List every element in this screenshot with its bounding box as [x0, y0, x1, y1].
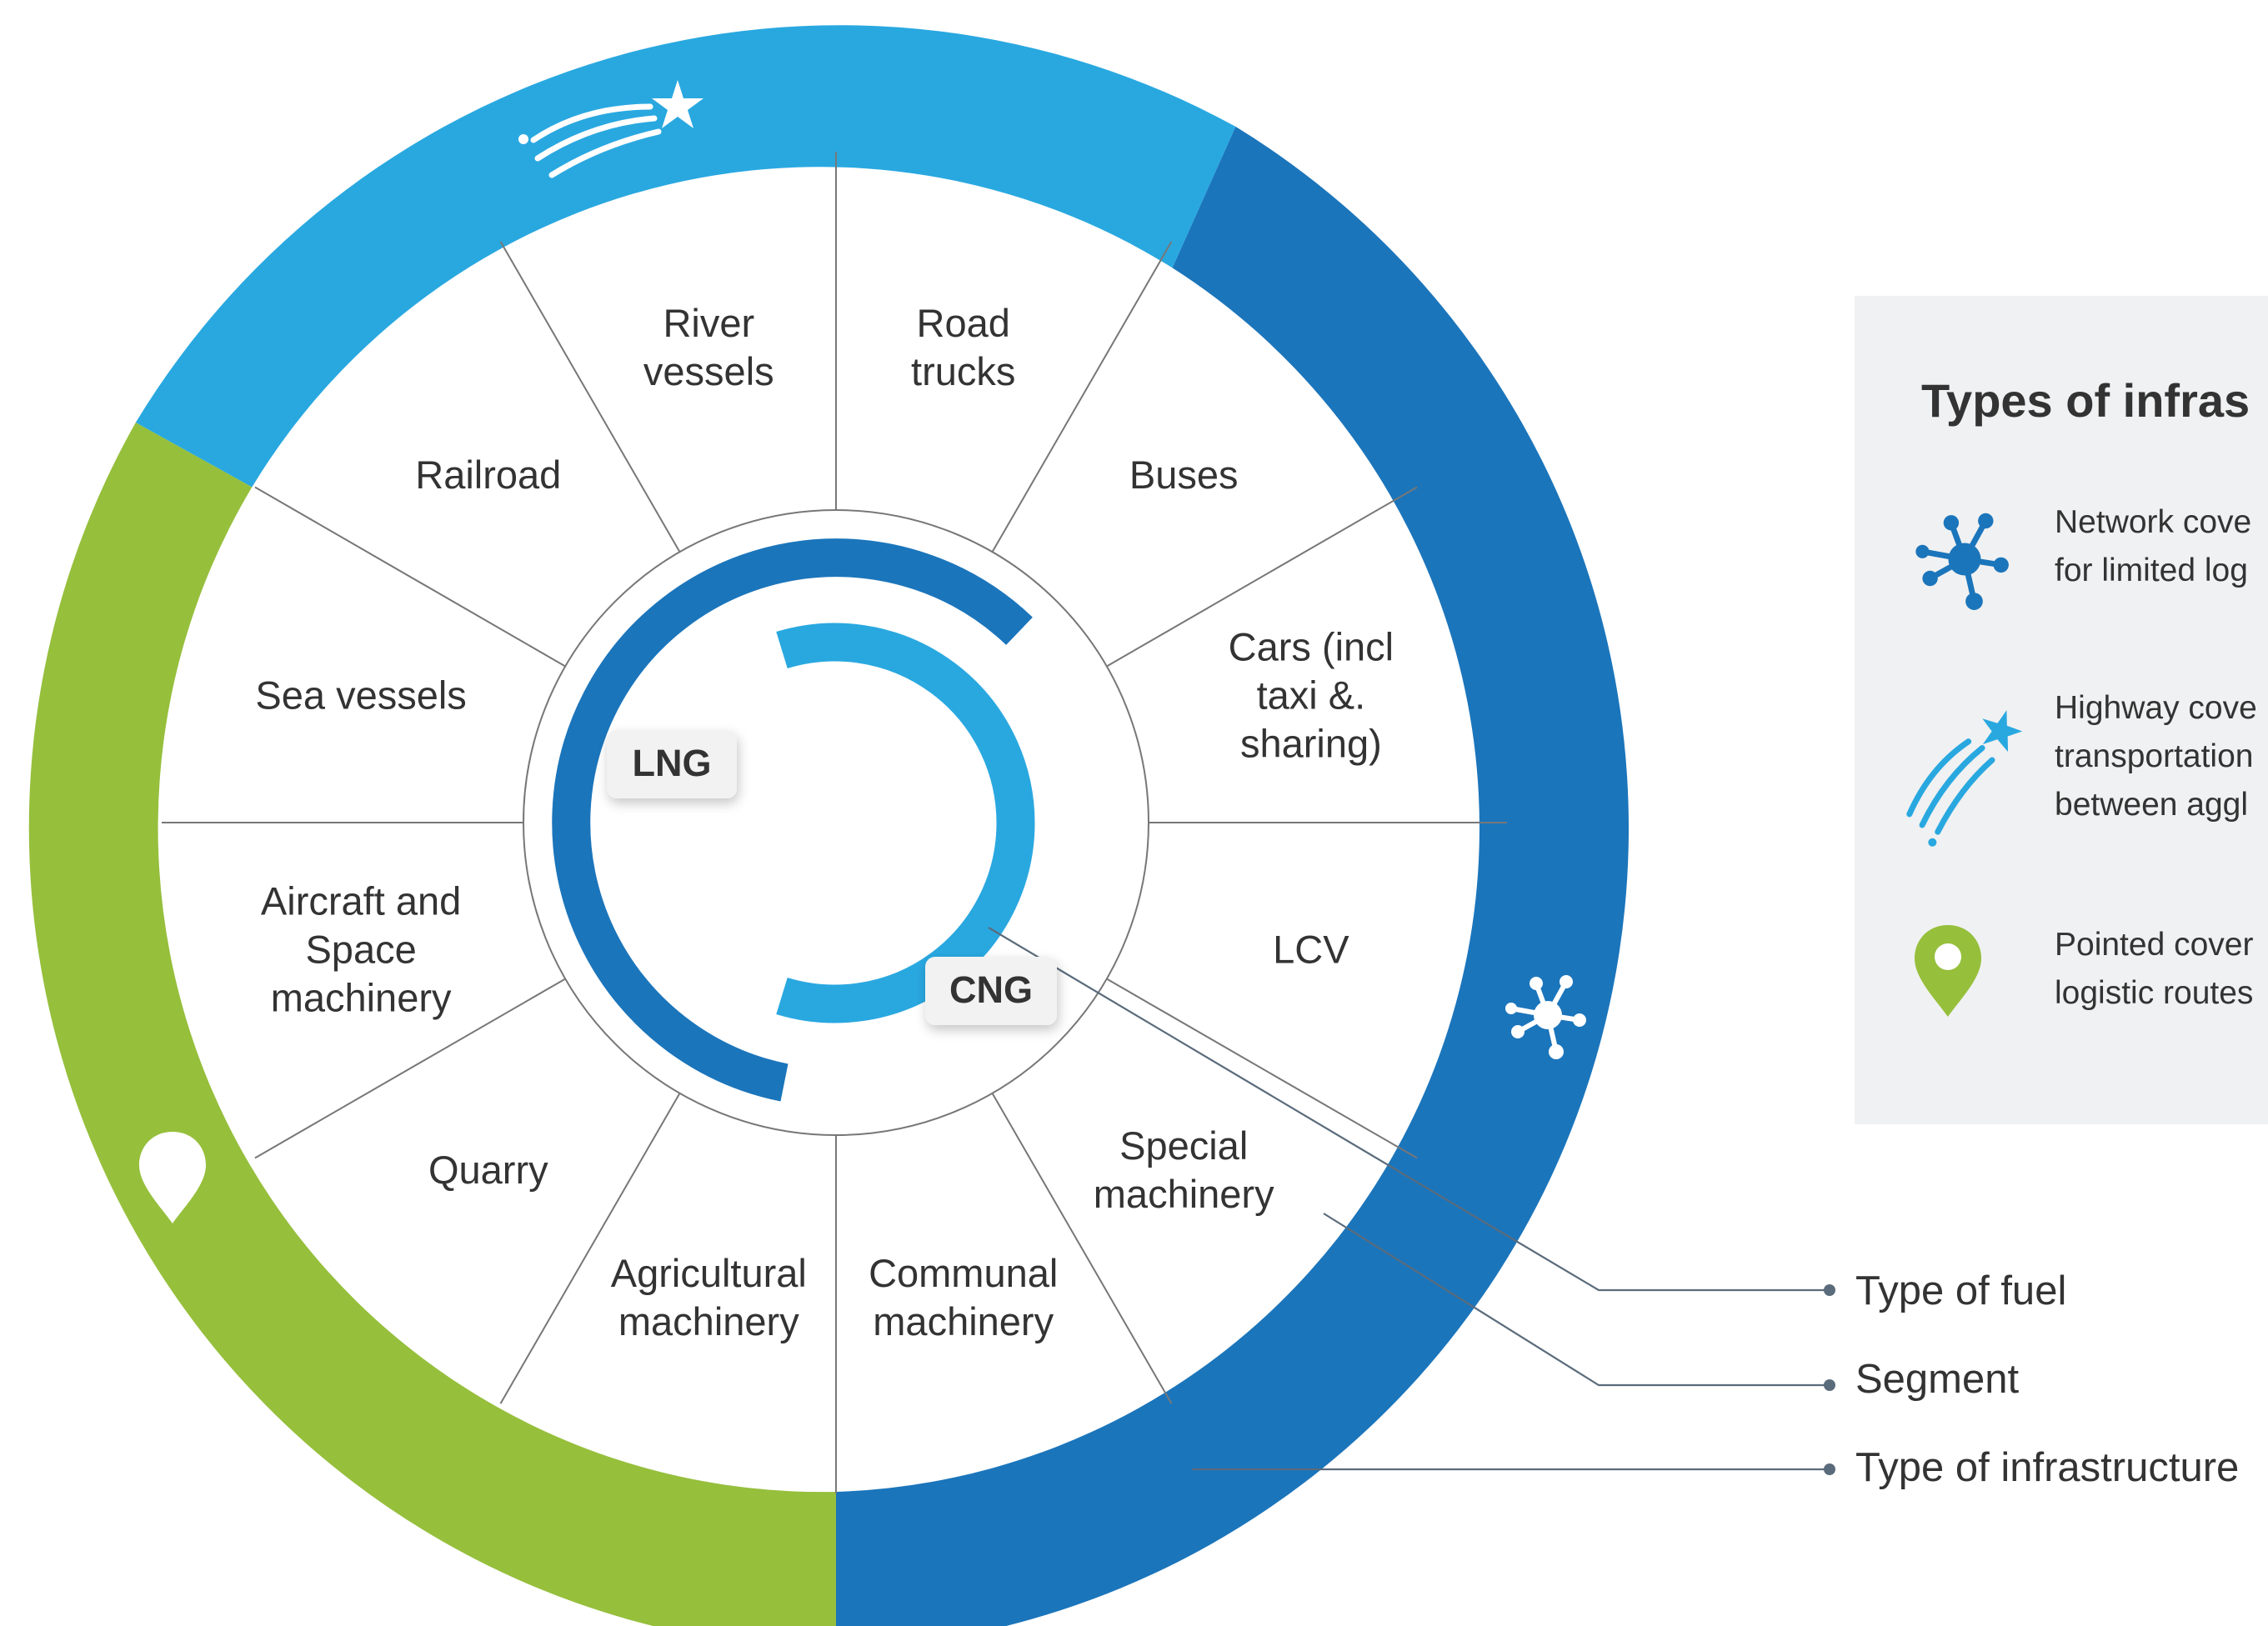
legend-title: Types of infras: [1921, 374, 2250, 427]
lng-arc: [552, 538, 1033, 1102]
segment-label-quarry: Quarry: [428, 1148, 548, 1192]
legend-shooting-star-icon: [1906, 710, 2023, 847]
cng-badge: CNG: [925, 957, 1057, 1025]
callout-segment: Segment: [1855, 1357, 2020, 1402]
segment-dividers: [162, 152, 1507, 1493]
segment-label-sea-vessels: Sea vessels: [255, 673, 466, 717]
cng-label: CNG: [949, 968, 1033, 1011]
infrastructure-ring: [28, 25, 1630, 1626]
pointed-coverage-arc: [28, 423, 836, 1626]
network-coverage-arc: [836, 126, 1630, 1626]
shooting-star-icon: [518, 80, 703, 178]
callout-type-of-fuel: Type of fuel: [1855, 1268, 2066, 1313]
segment-label-buses: Buses: [1129, 453, 1239, 497]
callout-lines: [988, 927, 1835, 1475]
lng-badge: LNG: [607, 730, 737, 798]
highway-coverage-arc: [135, 25, 1236, 488]
segment-label-lcv: LCV: [1273, 928, 1349, 972]
lng-label: LNG: [633, 742, 712, 784]
inner-hub-border: [523, 509, 1149, 1136]
callout-type-of-infrastructure: Type of infrastructure: [1855, 1445, 2239, 1490]
segment-label-railroad: Railroad: [415, 453, 561, 497]
fuel-rings: [552, 538, 1035, 1102]
cng-arc: [776, 623, 1035, 1023]
